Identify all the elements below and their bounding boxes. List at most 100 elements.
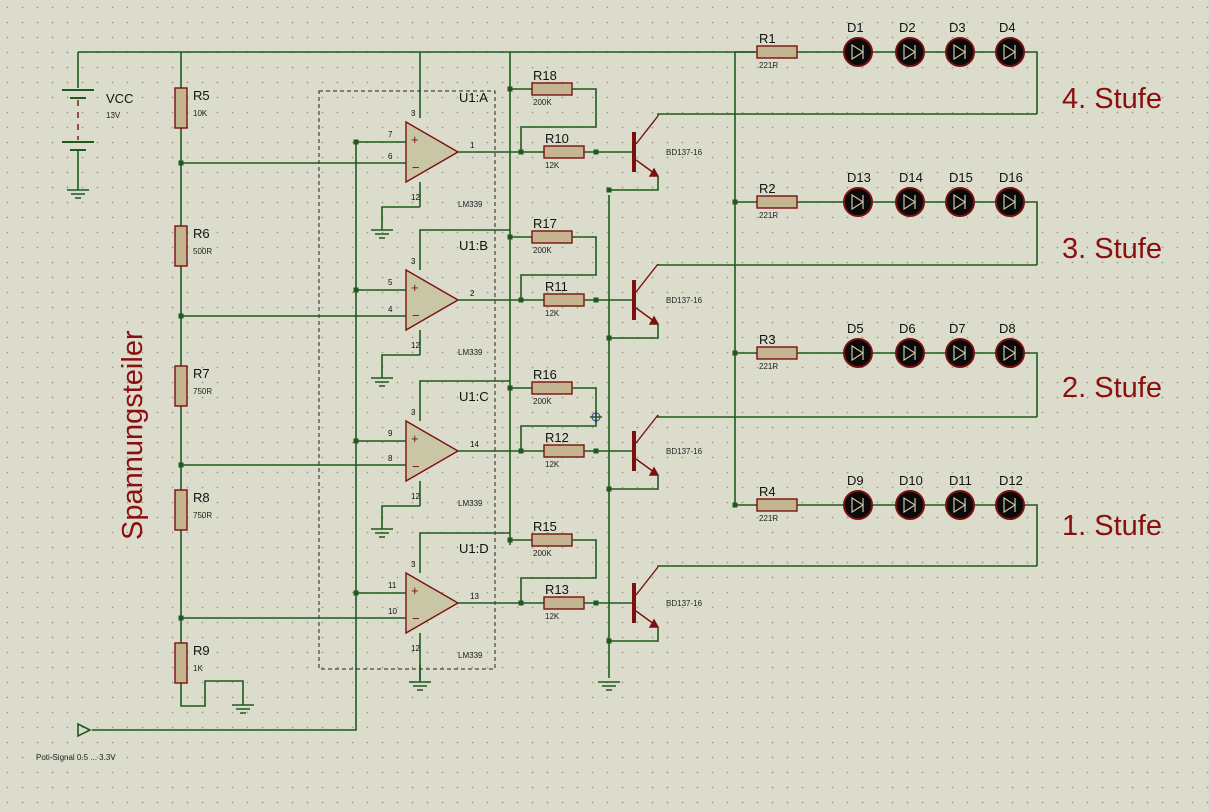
pin-number: 9 (388, 429, 393, 438)
led-ref: D15 (949, 170, 973, 185)
pin-number: 12 (411, 193, 420, 202)
divider-resistor-value: 1K (193, 664, 203, 673)
divider-resistor-ref: R6 (193, 226, 210, 241)
comparator-part-label: LM339 (458, 348, 483, 357)
comparator-symbol (405, 120, 460, 184)
led-series-resistor (756, 45, 798, 59)
led-symbol (843, 338, 873, 368)
comparator-symbol (405, 268, 460, 332)
junction-dot (178, 615, 184, 621)
led-resistor-value: 221R (759, 514, 778, 523)
feedback-wire (520, 387, 597, 451)
divider-resistor-ref: R9 (193, 643, 210, 658)
comparator-vcc-wire (419, 380, 510, 421)
comparator-vcc-wire (419, 229, 510, 270)
led-chain-wire (797, 51, 1038, 114)
comparator-symbol (405, 571, 460, 635)
divider-resistor (174, 489, 188, 531)
led-symbol (843, 490, 873, 520)
comparator-plus-sign: + (411, 132, 419, 147)
led-ref: D10 (899, 473, 923, 488)
pin-number: 6 (388, 152, 393, 161)
junction-dot (593, 600, 599, 606)
led-diode-glyph (1003, 193, 1017, 211)
feedback-resistor-value: 200K (533, 549, 552, 558)
feedback-wire (520, 539, 597, 603)
led-symbol (945, 187, 975, 217)
junction-dot (732, 199, 738, 205)
led-diode-glyph (851, 496, 865, 514)
divider-resistor (174, 642, 188, 684)
led-symbol (895, 37, 925, 67)
base-resistor (543, 293, 585, 307)
stage-label: 3. Stufe (1062, 233, 1162, 265)
pin-number: 3 (411, 408, 416, 417)
transistor-label: BD137-16 (666, 148, 703, 157)
junction-dot (606, 486, 612, 492)
led-diode-glyph (953, 344, 967, 362)
comparator-minus-sign: − (412, 160, 420, 175)
led-resistor-ref: R3 (759, 332, 776, 347)
junction-dot (606, 638, 612, 644)
divider-resistor (174, 365, 188, 407)
feedback-resistor-value: 200K (533, 98, 552, 107)
led-resistor-ref: R4 (759, 484, 776, 499)
divider-resistor-value: 750R (193, 511, 212, 520)
led-symbol (843, 187, 873, 217)
feedback-resistor-ref: R15 (533, 519, 557, 534)
led-chain-wire (797, 504, 1038, 566)
comparator-plus-sign: + (411, 583, 419, 598)
collector-wire (657, 264, 1037, 266)
transistor-collector (635, 414, 659, 444)
led-resistor-value: 221R (759, 211, 778, 220)
led-diode-glyph (1003, 496, 1017, 514)
led-ref: D12 (999, 473, 1023, 488)
led-resistor-ref: R2 (759, 181, 776, 196)
junction-dot (606, 335, 612, 341)
led-ref: D5 (847, 321, 864, 336)
stage-label: 2. Stufe (1062, 372, 1162, 404)
led-symbol (895, 490, 925, 520)
pin-number: 12 (411, 341, 420, 350)
pin-number: 1 (470, 141, 475, 150)
led-diode-glyph (953, 496, 967, 514)
led-diode-glyph (903, 43, 917, 61)
input-port-arrow (77, 722, 92, 738)
led-ref: D16 (999, 170, 1023, 185)
junction-dot (593, 297, 599, 303)
input-label: Poti-Signal 0.5 ... 3.3V (36, 753, 116, 762)
divider-resistor-value: 500R (193, 247, 212, 256)
comparator-symbol (405, 419, 460, 483)
junction-dot (353, 590, 359, 596)
led-resistor-ref: R1 (759, 31, 776, 46)
emitter-wire (609, 324, 659, 339)
feedback-resistor-value: 200K (533, 397, 552, 406)
comparator-part-label: LM339 (458, 200, 483, 209)
led-ref: D8 (999, 321, 1016, 336)
feedback-resistor-ref: R16 (533, 367, 557, 382)
base-resistor-value: 12K (545, 612, 560, 621)
vcc-value: 13V (106, 111, 121, 120)
led-resistor-value: 221R (759, 61, 778, 70)
pin-number: 3 (411, 109, 416, 118)
junction-dot (353, 438, 359, 444)
led-ref: D11 (949, 473, 972, 488)
comparator-gnd-wire (381, 505, 420, 529)
divider-label: Spannungsteiler (117, 330, 149, 540)
led-ref: D1 (847, 20, 864, 35)
led-ref: D9 (847, 473, 864, 488)
base-resistor (543, 596, 585, 610)
led-symbol (995, 490, 1025, 520)
probe-cross (590, 411, 602, 423)
transistor-collector (635, 566, 659, 596)
transistor-collector (635, 115, 659, 145)
comparator-unit-label: U1:D (459, 541, 489, 556)
led-resistor-value: 221R (759, 362, 778, 371)
junction-dot (178, 313, 184, 319)
comparator-gnd-wire (381, 354, 420, 378)
comparator-plus-sign: + (411, 280, 419, 295)
comparator-minus-sign: − (412, 459, 420, 474)
led-symbol (945, 490, 975, 520)
base-resistor-value: 12K (545, 161, 560, 170)
